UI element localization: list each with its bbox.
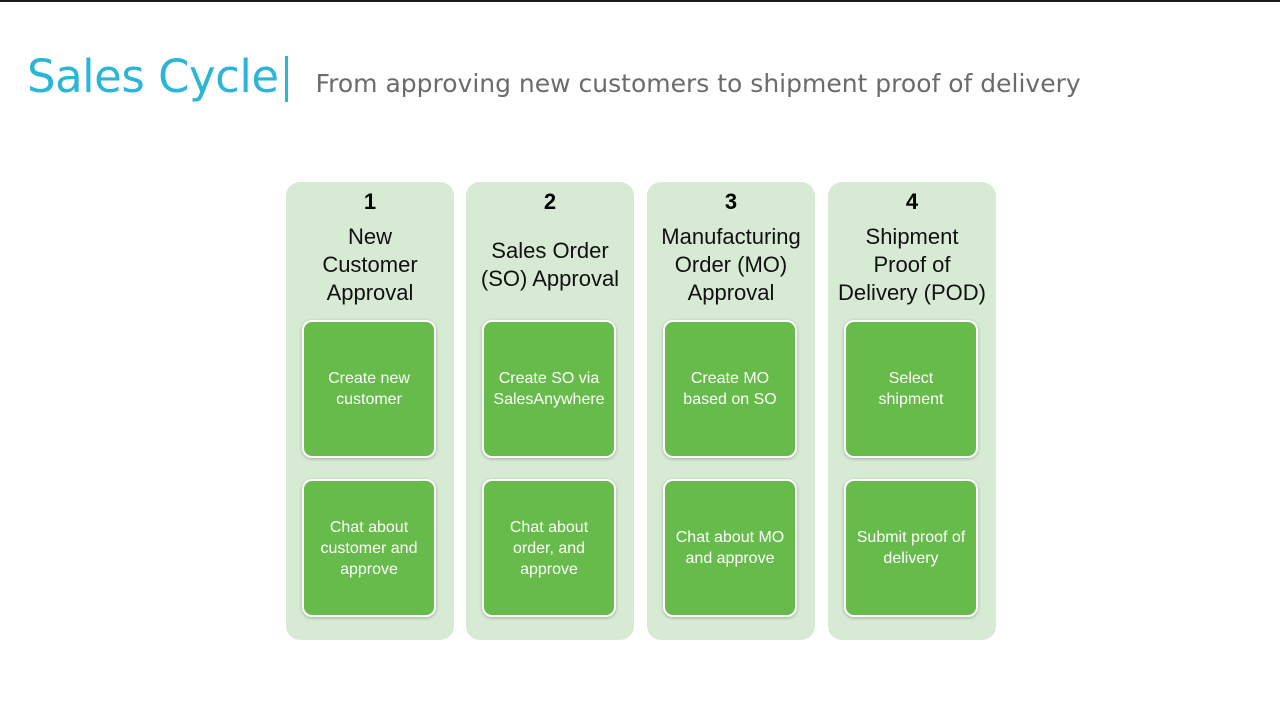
step-create-new-customer[interactable]: Create new customer bbox=[302, 320, 436, 458]
step-chat-approve-mo[interactable]: Chat about MO and approve bbox=[663, 479, 797, 617]
step-chat-approve-customer[interactable]: Chat about customer and approve bbox=[302, 479, 436, 617]
stage-title: Manufacturing Order (MO) Approval bbox=[661, 224, 801, 305]
step-create-so[interactable]: Create SO via SalesAnywhere bbox=[482, 320, 616, 458]
stage-number: 2 bbox=[543, 189, 557, 214]
header: Sales Cycle From approving new customers… bbox=[27, 50, 1081, 103]
stage-column-4: 4 Shipment Proof of Delivery (POD) Selec… bbox=[828, 182, 996, 640]
step-submit-pod[interactable]: Submit proof of delivery bbox=[844, 479, 978, 617]
step-chat-approve-order[interactable]: Chat about order, and approve bbox=[482, 479, 616, 617]
stage-column-2: 2 Sales Order (SO) Approval Create SO vi… bbox=[466, 182, 634, 640]
stage-title: Shipment Proof of Delivery (POD) bbox=[838, 224, 986, 305]
page-subtitle: From approving new customers to shipment… bbox=[315, 69, 1081, 98]
page-title: Sales Cycle bbox=[27, 50, 279, 103]
title-cursor-bar bbox=[284, 56, 288, 102]
stage-number: 4 bbox=[905, 189, 919, 214]
stage-title: Sales Order (SO) Approval bbox=[480, 238, 620, 291]
stage-title: New Customer Approval bbox=[322, 224, 418, 305]
stage-number: 3 bbox=[724, 189, 738, 214]
top-rule bbox=[0, 0, 1280, 2]
step-create-mo[interactable]: Create MO based on SO bbox=[663, 320, 797, 458]
step-select-shipment[interactable]: Select shipment bbox=[844, 320, 978, 458]
stage-column-1: 1 New Customer Approval Create new custo… bbox=[286, 182, 454, 640]
stage-number: 1 bbox=[363, 189, 377, 214]
stage-column-3: 3 Manufacturing Order (MO) Approval Crea… bbox=[647, 182, 815, 640]
